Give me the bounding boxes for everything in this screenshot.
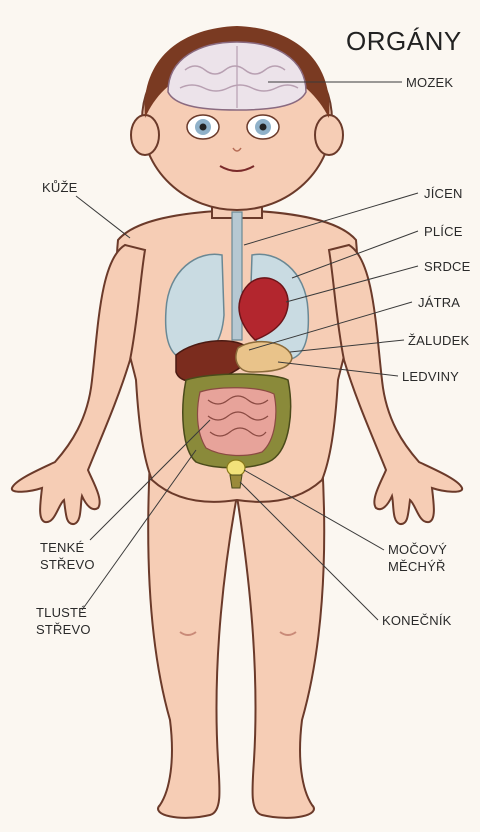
label-tluste-2: STŘEVO (36, 622, 91, 638)
label-kuze: KŮŽE (42, 180, 77, 196)
label-tenke-2: STŘEVO (40, 557, 95, 573)
label-tenke-1: TENKÉ (40, 540, 84, 556)
label-zaludek: ŽALUDEK (408, 333, 469, 349)
label-mocovy-1: MOČOVÝ (388, 542, 447, 558)
right-leg (236, 460, 324, 818)
left-leg (148, 460, 238, 818)
label-mozek: MOZEK (406, 75, 453, 91)
label-srdce: SRDCE (424, 259, 471, 275)
label-jatra: JÁTRA (418, 295, 460, 311)
label-konecnik: KONEČNÍK (382, 613, 452, 629)
small-intestine (198, 388, 276, 456)
esophagus (232, 212, 242, 340)
label-jicen: JÍCEN (424, 186, 463, 202)
label-ledviny: LEDVINY (402, 369, 459, 385)
line-kuze (76, 196, 130, 238)
label-plice: PLÍCE (424, 224, 463, 240)
left-arm (12, 245, 145, 524)
label-mocovy-2: MĚCHÝŘ (388, 559, 446, 575)
label-tluste-1: TLUSTÉ (36, 605, 87, 621)
bladder (227, 460, 245, 476)
stomach (236, 342, 292, 372)
rectum (230, 475, 242, 488)
